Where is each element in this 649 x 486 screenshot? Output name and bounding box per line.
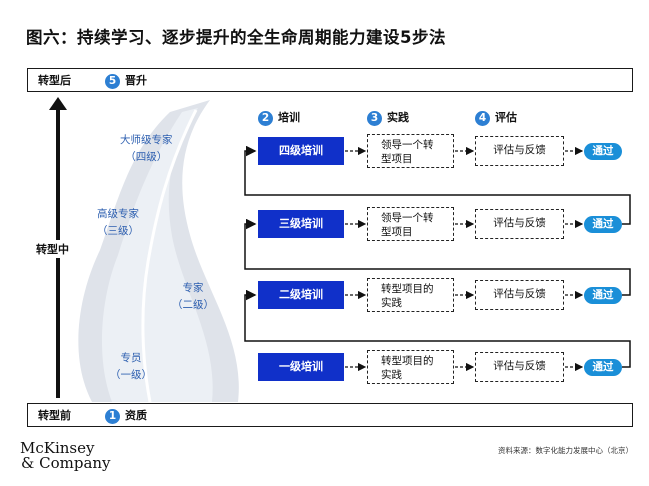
during-transformation-label: 转型中 [36, 240, 69, 258]
source-note: 资料来源：数字化能力发展中心（北京） [498, 446, 633, 455]
level-4-label: 大师级专家（四级） [120, 134, 173, 163]
step-4-icon: 4 [475, 110, 490, 126]
road-center-line [141, 109, 198, 403]
training-box-level-4: 四级培训 [258, 137, 344, 165]
evaluation-box-level-2: 评估与反馈 [475, 280, 564, 310]
level-2-label: 专家（二级） [172, 282, 214, 311]
pass-pill-level-3: 通过 [584, 216, 622, 233]
promotion-step: 5 晋升 [105, 72, 147, 89]
training-box-level-3: 三级培训 [258, 210, 344, 238]
mckinsey-logo: McKinsey & Company [20, 439, 111, 472]
level-3-label: 高级专家（三级） [97, 208, 139, 237]
training-box-level-1: 一级培训 [258, 353, 344, 381]
practice-box-level-1: 转型项目的实践 [367, 350, 454, 384]
qualification-label: 资质 [125, 409, 147, 422]
practice-box-level-2: 转型项目的实践 [367, 278, 454, 312]
training-box-level-2: 二级培训 [258, 281, 344, 309]
after-transformation-bar: 转型后 5 晋升 [27, 68, 633, 92]
before-transformation-bar: 转型前 1 资质 [27, 403, 633, 427]
road-highlight [101, 108, 213, 402]
evaluation-box-level-1: 评估与反馈 [475, 352, 564, 382]
step-3-icon: 3 [367, 110, 382, 126]
after-label: 转型后 [38, 74, 71, 87]
step-5-icon: 5 [105, 73, 120, 89]
step-2-icon: 2 [258, 110, 273, 126]
practice-box-level-3: 领导一个转型项目 [367, 207, 454, 241]
page-title: 图六：持续学习、逐步提升的全生命周期能力建设5步法 [26, 28, 446, 47]
pass-pill-level-4: 通过 [584, 143, 622, 160]
evaluation-box-level-3: 评估与反馈 [475, 209, 564, 239]
promotion-label: 晋升 [125, 74, 147, 87]
evaluation-box-level-4: 评估与反馈 [475, 136, 564, 166]
before-label: 转型前 [38, 409, 71, 422]
progress-arrow-head [49, 97, 67, 110]
practice-box-level-4: 领导一个转型项目 [367, 134, 454, 168]
pass-pill-level-2: 通过 [584, 287, 622, 304]
pass-pill-level-1: 通过 [584, 359, 622, 376]
level-1-label: 专员（一级） [110, 352, 152, 381]
step-1-icon: 1 [105, 408, 120, 424]
qualification-step: 1 资质 [105, 407, 147, 424]
